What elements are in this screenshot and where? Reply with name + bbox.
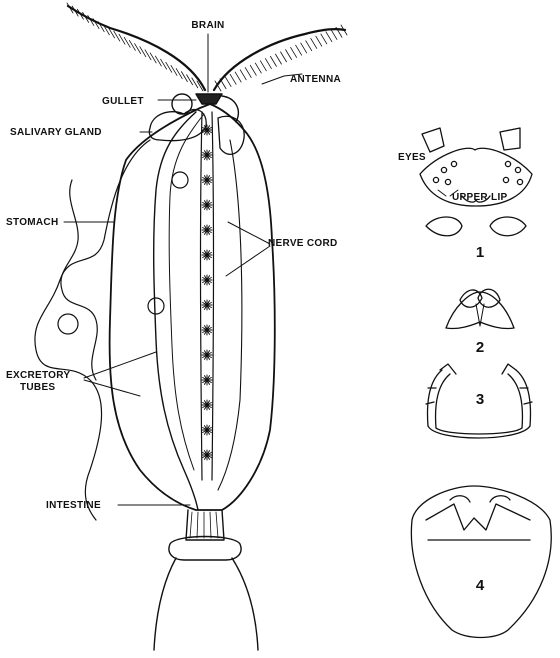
label-gullet: GULLET — [102, 96, 144, 107]
antenna-hair — [260, 61, 266, 71]
panel-number-2: 2 — [476, 339, 484, 356]
antenna-hair — [281, 52, 287, 62]
antenna-hair — [331, 29, 337, 39]
antenna-hair — [326, 32, 332, 42]
panel-4-drawing — [411, 486, 551, 638]
stomach-inner — [169, 114, 204, 470]
nerve-ganglia — [202, 125, 212, 460]
antenna-hair — [286, 50, 292, 60]
label-nerve-cord: NERVE CORD — [268, 238, 338, 249]
antenna-hair — [166, 62, 172, 72]
antenna-hair — [240, 70, 246, 80]
antenna-hair — [311, 38, 317, 48]
panel-number-4: 4 — [476, 577, 485, 594]
label-excretory: EXCRETORY — [6, 370, 70, 381]
antenna-hair — [255, 63, 261, 73]
panel-2-drawing — [446, 289, 514, 328]
salivary-gland-drawing — [149, 110, 206, 141]
label-intestine: INTESTINE — [46, 500, 101, 511]
antenna-hair — [270, 56, 276, 66]
antenna-hair — [291, 47, 297, 57]
antenna-hair — [135, 44, 141, 54]
antenna-hair — [275, 54, 281, 64]
antenna-hair — [321, 34, 327, 44]
antenna-hair — [155, 56, 161, 66]
antenna-hair — [171, 65, 177, 75]
antenna-hair — [235, 72, 241, 82]
panel-number-1: 1 — [476, 244, 484, 261]
label-stomach: STOMACH — [6, 217, 58, 228]
antenna-hair — [114, 31, 120, 41]
tail-appendage-right — [232, 558, 258, 650]
antenna-hair — [119, 34, 125, 44]
label-upper-lip: UPPER LIP — [452, 192, 508, 203]
antenna-hair — [230, 74, 236, 84]
antenna-hair — [306, 41, 312, 51]
antenna-hair — [187, 75, 193, 85]
stomach-drawing — [154, 112, 198, 510]
panel-1-drawing — [420, 128, 532, 236]
nerve-cord-line-right — [212, 112, 214, 480]
antenna-hair — [145, 50, 151, 60]
antenna-hair — [124, 37, 130, 47]
label-brain: BRAIN — [191, 20, 224, 31]
excretory-tube-2 — [61, 180, 97, 380]
label-tubes: TUBES — [20, 382, 55, 393]
antenna-hair — [192, 78, 198, 88]
tail-appendage-left — [154, 558, 176, 650]
antenna-hair — [316, 36, 322, 46]
antenna-hair — [220, 79, 226, 89]
antenna-hair — [225, 77, 231, 87]
antenna-hair — [150, 53, 156, 63]
antenna-hair — [245, 68, 251, 78]
antenna-hair — [176, 69, 182, 79]
antenna-hair — [301, 43, 307, 53]
body-outline — [110, 104, 275, 510]
panel-number-3: 3 — [476, 391, 484, 408]
antenna-hair — [129, 40, 135, 50]
label-salivary-gland: SALIVARY GLAND — [10, 127, 102, 138]
antenna-hair — [140, 47, 146, 57]
antenna-hair — [181, 72, 187, 82]
body-inner-right — [218, 140, 242, 490]
label-eyes: EYES — [398, 152, 426, 163]
antenna-hair — [265, 59, 271, 69]
nerve-cord-line-left — [201, 112, 203, 480]
intestine-stripes — [190, 512, 218, 538]
excretory-tubes-drawing — [35, 140, 150, 520]
antenna-hair — [296, 45, 302, 55]
antenna-hair — [161, 59, 167, 69]
antenna-hair — [250, 65, 256, 75]
label-antenna: ANTENNA — [290, 74, 341, 85]
